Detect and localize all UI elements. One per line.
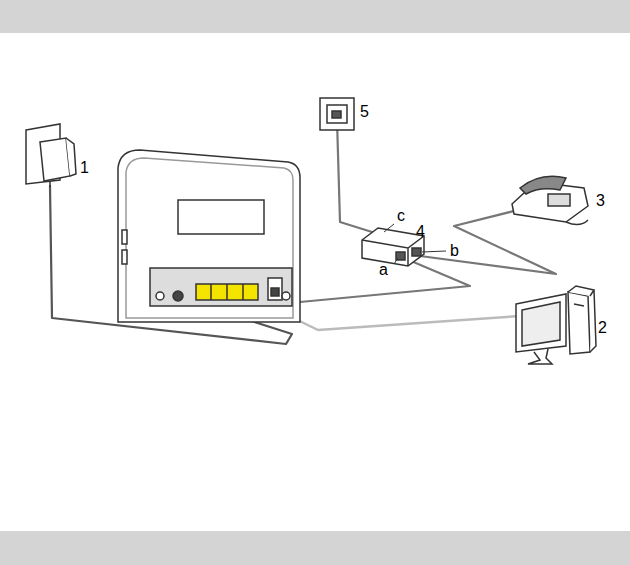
phone-cable [420,210,556,274]
port-letter: a [379,262,388,278]
bottom-bar [0,531,630,565]
port-letter: b [450,243,459,259]
computer [516,286,596,364]
telephone [512,176,588,224]
port-letter: c [397,208,405,224]
callout-number: 4 [416,224,425,240]
phone-wall-socket [320,98,354,130]
phone-line-cable [337,120,372,232]
callout-number: 2 [598,320,607,336]
leader-lines [384,224,446,264]
callout-number: 5 [360,104,369,120]
dsl-cable [280,258,470,302]
splitter [362,228,424,266]
callout-number: 1 [80,160,89,176]
router [118,150,300,322]
callout-number: 3 [596,193,605,209]
top-bar [0,0,630,33]
power-adapter [26,124,76,187]
